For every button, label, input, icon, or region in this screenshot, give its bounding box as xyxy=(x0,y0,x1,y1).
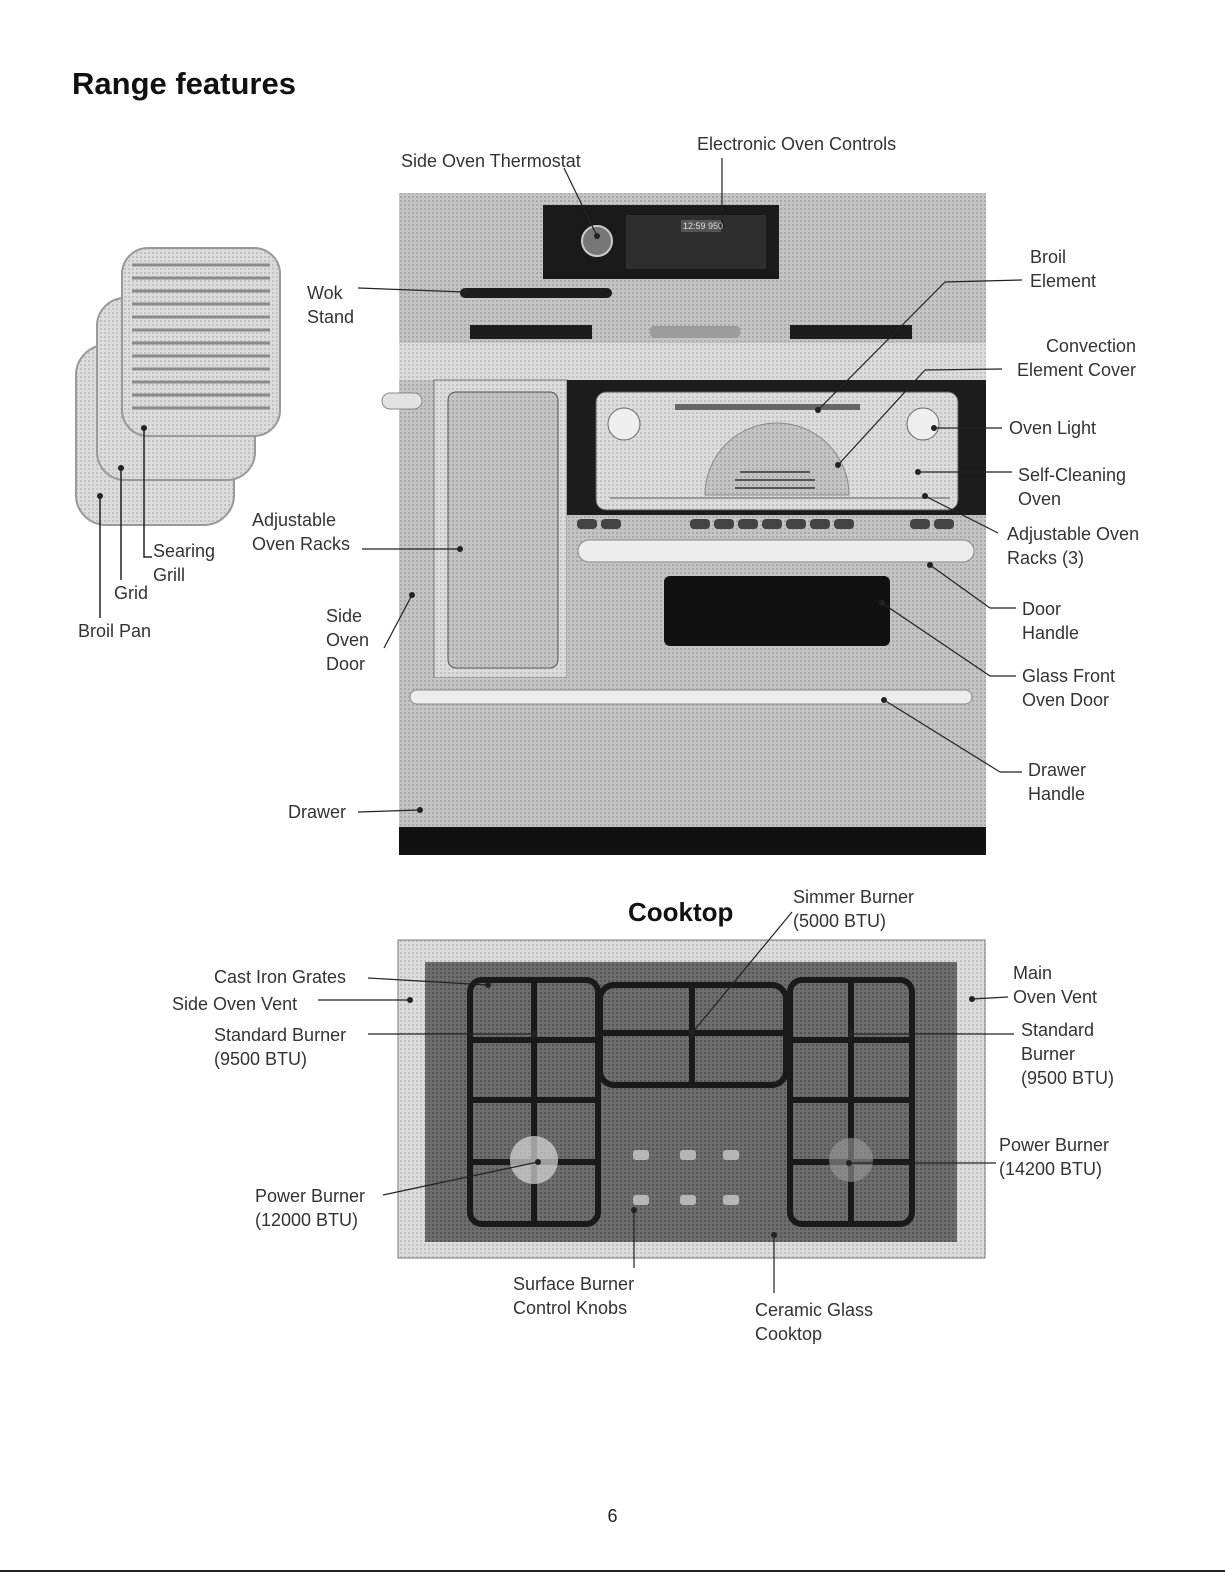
label-adjustable-oven-racks-3: Adjustable Oven Racks (3) xyxy=(1007,524,1140,568)
drawer-handle xyxy=(409,689,973,705)
label-adjustable-racks: Adjustable Oven Racks xyxy=(252,510,351,554)
label-searing-grill: Searing Grill xyxy=(153,541,216,585)
label-broil-element: Broil Element xyxy=(1030,247,1097,291)
thermostat-knob-icon xyxy=(581,225,613,257)
label-electronic-oven-controls: Electronic Oven Controls xyxy=(697,134,897,154)
page-title: Range features xyxy=(72,66,296,101)
clock-display: 12:59 950 xyxy=(683,221,724,231)
label-cast-iron-grates: Cast Iron Grates xyxy=(214,967,347,987)
broil-element xyxy=(675,404,860,410)
cooktop-illustration xyxy=(397,939,986,1259)
control-knobs xyxy=(633,1150,739,1205)
label-side-oven-door: Side Oven Door xyxy=(326,606,370,674)
label-power-burner-left: Power Burner (12000 BTU) xyxy=(255,1186,366,1230)
label-drawer-handle: Drawer Handle xyxy=(1028,760,1087,804)
label-convection-cover: Convection Element Cover xyxy=(1016,336,1136,380)
label-broil-pan: Broil Pan xyxy=(78,621,152,641)
power-burner-left xyxy=(510,1136,558,1184)
label-ceramic-glass-cooktop: Ceramic Glass Cooktop xyxy=(755,1300,874,1344)
label-side-oven-vent: Side Oven Vent xyxy=(172,994,298,1014)
door-handle xyxy=(577,539,975,563)
label-oven-light: Oven Light xyxy=(1009,418,1097,438)
label-standard-burner-right: Standard Burner (9500 BTU) xyxy=(1021,1020,1115,1088)
cooktop-title: Cooktop xyxy=(628,897,734,927)
searing-grill xyxy=(121,247,281,437)
label-simmer-burner: Simmer Burner (5000 BTU) xyxy=(793,887,915,931)
oven-light-icon xyxy=(607,407,641,441)
wok-stand xyxy=(460,288,612,298)
convection-cover xyxy=(704,422,850,496)
label-self-cleaning-oven: Self-Cleaning Oven xyxy=(1018,465,1127,509)
side-door-handle xyxy=(381,392,423,410)
glass-front-window xyxy=(664,576,890,646)
label-glass-front: Glass Front Oven Door xyxy=(1022,666,1116,710)
label-drawer: Drawer xyxy=(288,802,347,822)
footer-rule xyxy=(0,1570,1225,1572)
range-body xyxy=(381,193,986,855)
label-door-handle: Door Handle xyxy=(1022,599,1080,643)
label-side-oven-thermostat: Side Oven Thermostat xyxy=(401,151,581,171)
power-burner-right xyxy=(829,1138,873,1182)
page-number: 6 xyxy=(607,1506,618,1526)
label-standard-burner-left: Standard Burner (9500 BTU) xyxy=(214,1025,347,1069)
label-surface-burner-knobs: Surface Burner Control Knobs xyxy=(513,1274,635,1318)
label-grid: Grid xyxy=(114,583,149,603)
label-wok-stand: Wok Stand xyxy=(307,283,355,327)
label-main-oven-vent: Main Oven Vent xyxy=(1013,963,1098,1007)
label-power-burner-right: Power Burner (14200 BTU) xyxy=(999,1135,1110,1179)
